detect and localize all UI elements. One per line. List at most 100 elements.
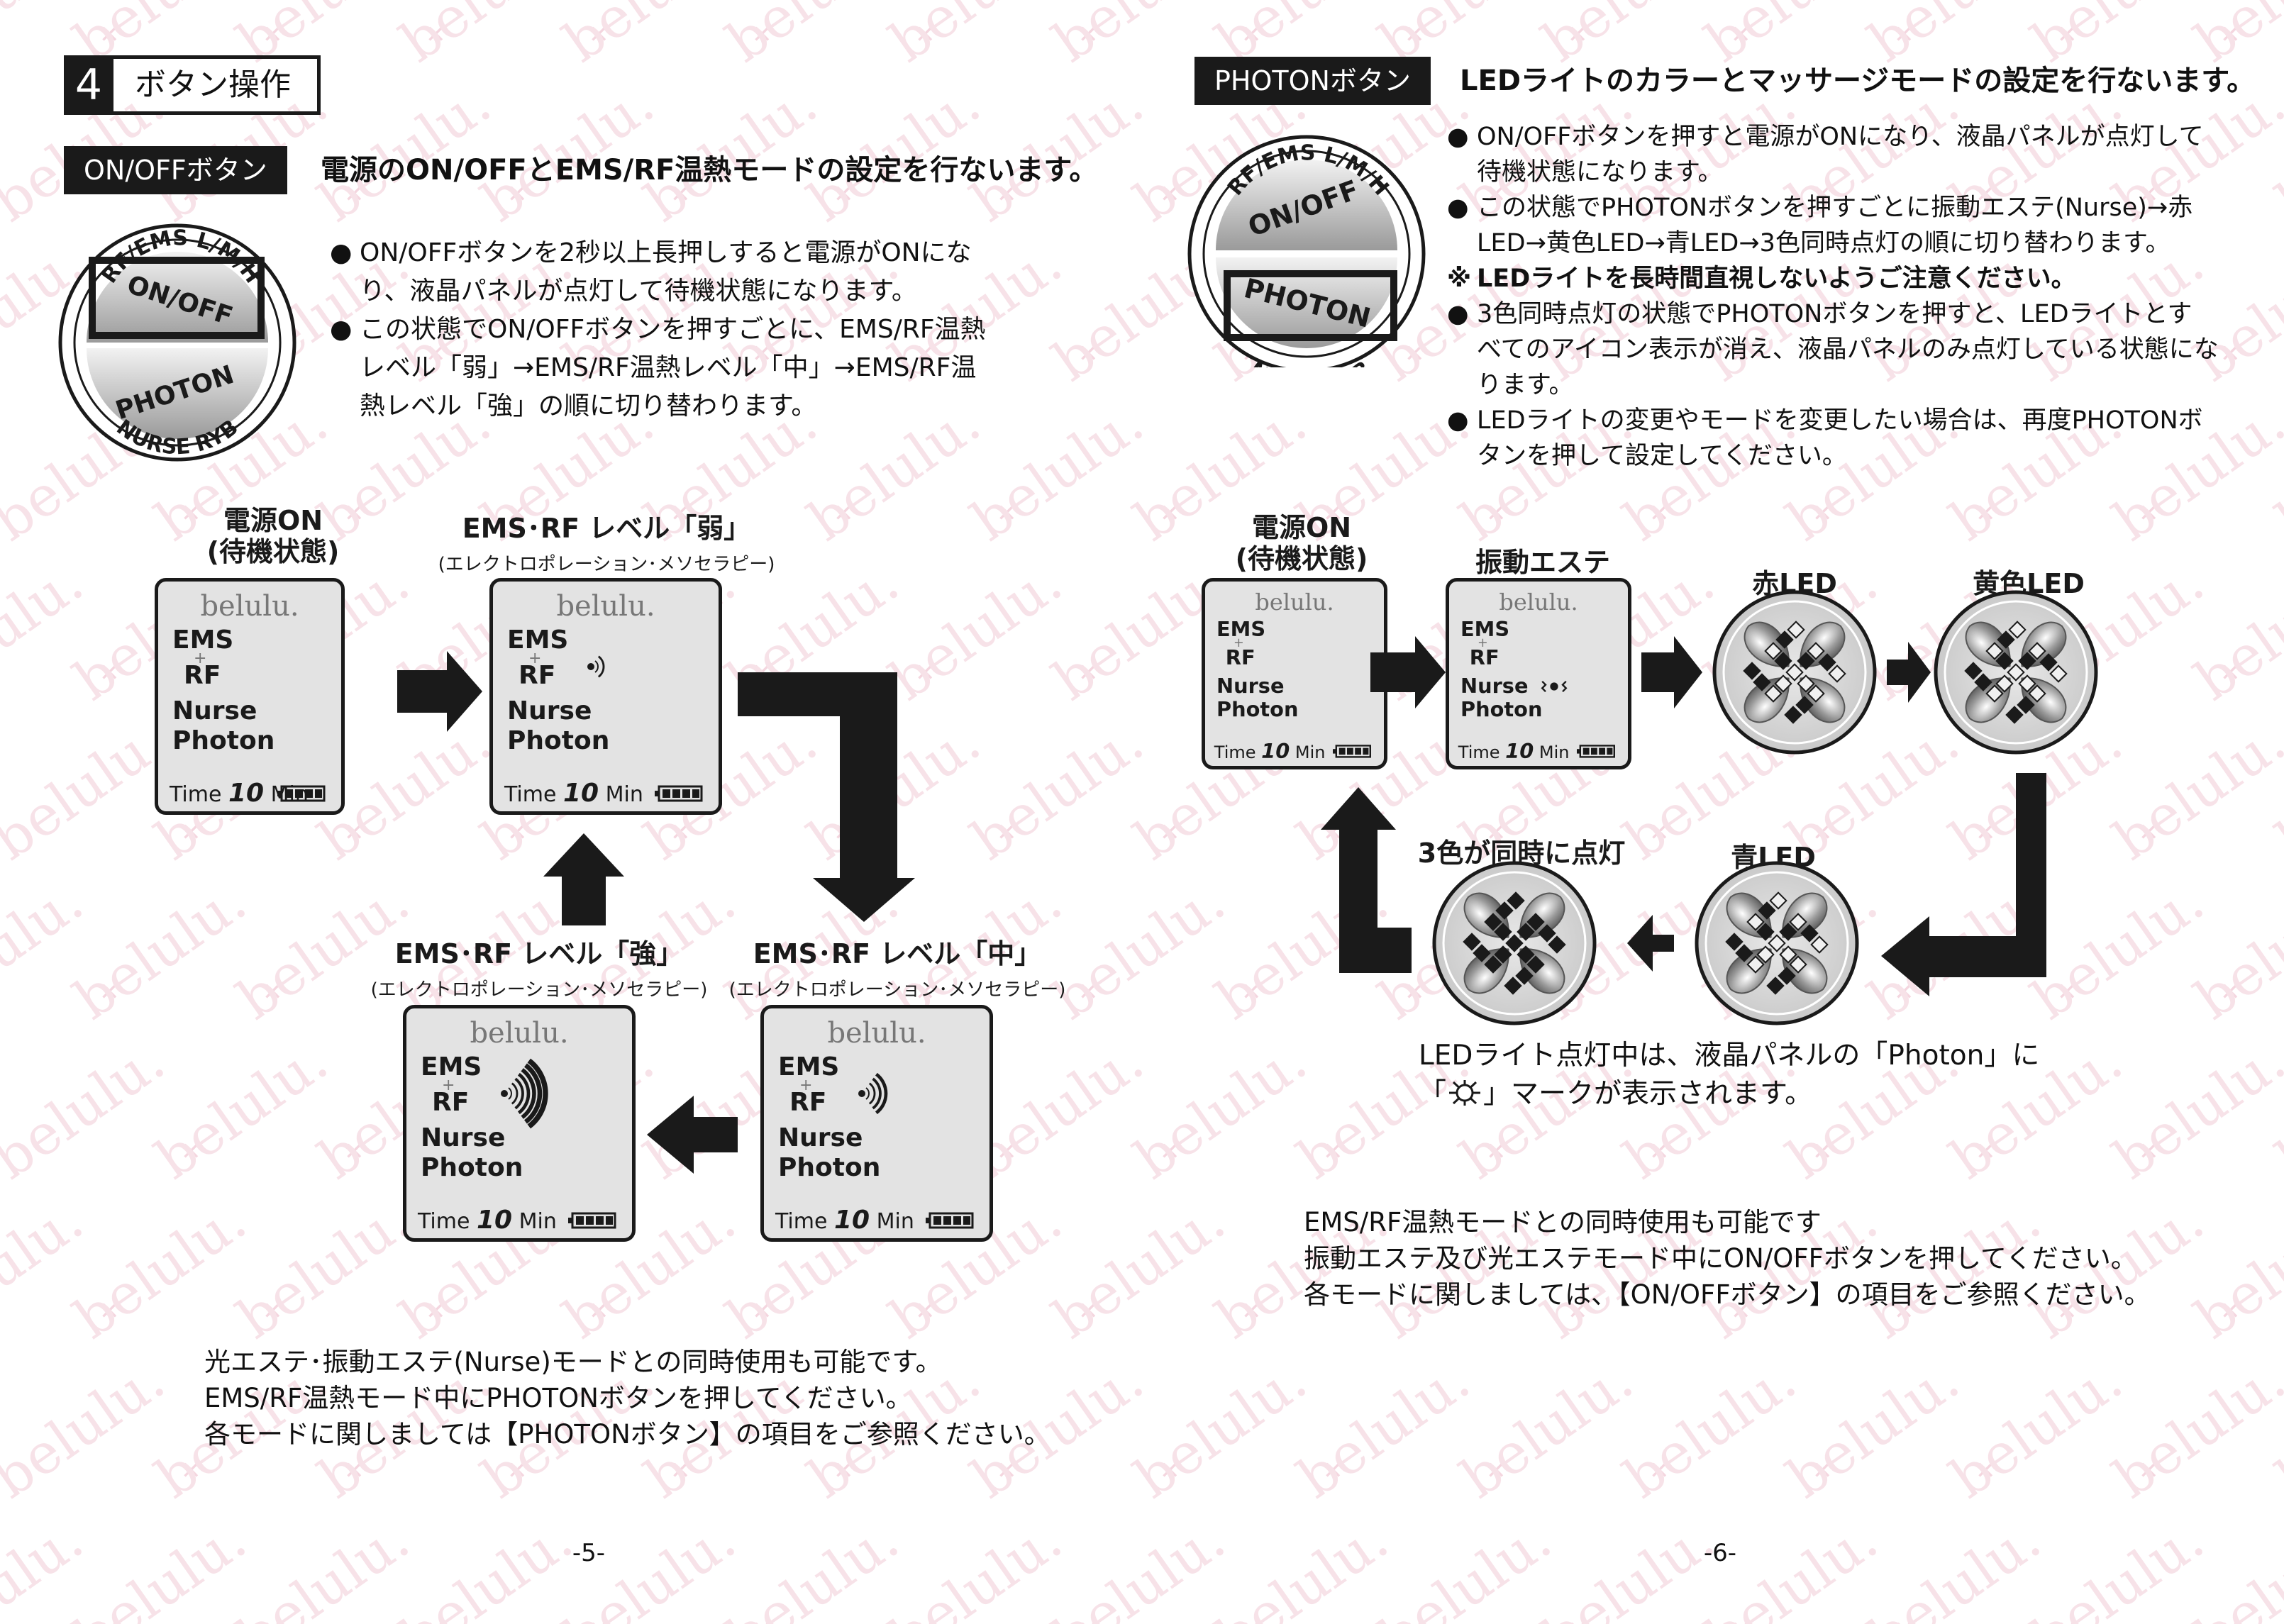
watermark-star: ✕ [426, 1616, 446, 1624]
battery-icon [277, 785, 326, 802]
lcd-photon-label: Photon [172, 726, 275, 755]
arrow-down-icon [738, 672, 915, 922]
watermark-text: belulu. [716, 1508, 910, 1624]
lcd-timer: Time 10 Min [504, 779, 643, 808]
arrow-up-left-icon [1321, 787, 1412, 973]
lcd-time-label: Time [1458, 743, 1500, 763]
lcd-ems-label: EMS [507, 625, 569, 655]
watermark-text: belulu. [2021, 1508, 2215, 1624]
lcd-photon-label: Photon [421, 1153, 523, 1182]
device-buttons-illustration-photon: RF/EMS L/M/H ON/OFF PHOTON NURSE RYB [1187, 135, 1426, 367]
watermark-star: ✕ [1404, 1616, 1425, 1624]
lcd-plus: + [442, 1077, 455, 1094]
lcd-brand-logo: belulu. [470, 1017, 569, 1050]
left-footnote-line: 光エステ･振動エステ(Nurse)モードとの同時使用も可能です。 [204, 1347, 942, 1377]
watermark-star: ✕ [1812, 1138, 1833, 1166]
lcd-time-value: 10 [833, 1206, 870, 1235]
bullet-1: ●ON/OFFボタンを2秒以上長押しすると電源がONになり、液晶パネルが点灯して… [330, 238, 972, 306]
lcd-brand-logo: belulu. [827, 1017, 926, 1050]
watermark-star: ✕ [1568, 1616, 1588, 1624]
lcd-rf-label: RF [519, 661, 556, 690]
watermark-star: ✕ [589, 1297, 609, 1325]
lcd-time-value: 10 [1505, 739, 1534, 764]
lcd-time-label: Time [418, 1209, 470, 1234]
watermark-star: ✕ [1078, 1297, 1099, 1325]
watermark-star: ✕ [2139, 1138, 2159, 1166]
watermark-star: ✕ [915, 1616, 936, 1624]
watermark-text: belulu. [1776, 1348, 1970, 1511]
watermark-star: ✕ [1160, 1457, 1180, 1485]
sun-icon [1449, 1080, 1481, 1106]
lcd-time-unit: Min [876, 1209, 914, 1234]
battery-icon [568, 1212, 616, 1229]
onoff-headline: 電源のON/OFFとEMS/RF温熱モードの設定を行ないます。 [321, 154, 1098, 187]
arrow-right-icon [1887, 642, 1931, 703]
lcd-time-value: 10 [1261, 739, 1290, 764]
ems-wave-icon [501, 1058, 548, 1129]
left-footnote: 光エステ･振動エステ(Nurse)モードとの同時使用も可能です。 EMS/RF温… [204, 1344, 1126, 1452]
left-flow-arrows [397, 651, 915, 1174]
right-footnote: EMS/RF温熱モードとの同時使用も可能です 振動エステ及び光エステモード中にO… [1304, 1204, 2226, 1313]
led-three-color-icon [1432, 861, 1597, 1025]
lcd-time-value: 10 [476, 1206, 513, 1235]
watermark-star: ✕ [1241, 1616, 1262, 1624]
bullet-4: ●LEDライトの変更やモードを変更したい場合は、再度PHOTONボタンを押して設… [1447, 406, 2203, 470]
lcd-brand-logo: belulu. [1255, 588, 1334, 616]
lcd-time-unit: Min [1295, 743, 1326, 763]
watermark-star: ✕ [1486, 1138, 1507, 1166]
lcd-plus: + [799, 1077, 813, 1094]
lcd-photon-label: Photon [507, 726, 610, 755]
watermark-star: ✕ [99, 1616, 120, 1624]
watermark-star: ✕ [1731, 1616, 1751, 1624]
watermark-text: belulu. [1858, 1508, 2052, 1624]
device-buttons-illustration: RF/EMS L/M/H ON/OFF PHOTON NURSE RYB [58, 223, 296, 462]
lcd-time-value: 10 [562, 779, 599, 808]
left-footnote-line: 各モードに関しましては【PHOTONボタン】の項目をご参照ください。 [204, 1419, 1050, 1450]
arrow-left-icon [1627, 915, 1674, 972]
lcd-ems-label: EMS [1216, 616, 1266, 641]
lcd-rf-label: RF [184, 661, 221, 690]
lcd-nurse-label: Nurse [421, 1123, 506, 1152]
onoff-button-tag: ON/OFFボタン [64, 146, 287, 194]
label-standby-right: 電源ON(待機状態) [1235, 512, 1368, 574]
left-footnote-line: EMS/RF温熱モード中にPHOTONボタンを押してください。 [204, 1383, 912, 1413]
lcd-ems-label: EMS [1460, 616, 1510, 641]
watermark-star: ✕ [752, 1616, 772, 1624]
watermark-text: belulu. [1450, 1348, 1644, 1511]
lcd-timer: Time 10 Min [1458, 739, 1570, 763]
watermark-text: belulu. [1205, 1508, 1399, 1624]
watermark-star: ✕ [915, 1297, 936, 1325]
lcd-rf-label: RF [1469, 645, 1499, 669]
watermark-star: ✕ [99, 1297, 120, 1325]
watermark-star: ✕ [1486, 1457, 1507, 1485]
right-footnote-line: 振動エステ及び光エステモード中にON/OFFボタンを押してください。 [1304, 1243, 2137, 1274]
ems-wave-icon [858, 1072, 888, 1115]
watermark-star: ✕ [344, 1457, 365, 1485]
watermark-text: belulu. [1287, 1348, 1481, 1511]
watermark-star: ✕ [1649, 1457, 1670, 1485]
lcd-time-label: Time [504, 782, 557, 807]
onoff-description: ●ON/OFFボタンを2秒以上長押しすると電源がONになり、液晶パネルが点灯して… [330, 234, 1110, 426]
watermark-star: ✕ [670, 1457, 691, 1485]
arrow-left-icon [647, 1096, 738, 1174]
lcd-photon-label: Photon [1216, 697, 1299, 722]
section-title: ボタン操作 [113, 55, 321, 115]
onoff-highlight-box [89, 257, 265, 339]
watermark-star: ✕ [262, 1297, 283, 1325]
bullet-2: ●この状態でON/OFFボタンを押すごとに、EMS/RF温熱レベル「弱」→EMS… [330, 315, 986, 421]
arrow-right-icon [397, 651, 482, 732]
lcd-brand-logo: belulu. [1499, 588, 1578, 616]
lcd-brand-logo: belulu. [200, 590, 299, 623]
lcd-time-unit: Min [519, 1209, 557, 1234]
vibration-icon [1541, 680, 1568, 693]
section-number: 4 [64, 55, 113, 115]
lcd-nurse-label: Nurse [1216, 673, 1285, 698]
watermark-text: belulu. [1939, 1348, 2134, 1511]
lcd-ems-label: EMS [778, 1052, 840, 1081]
lcd-plus: + [1234, 635, 1244, 650]
watermark-star: ✕ [2057, 1616, 2078, 1624]
led-red-icon [1712, 590, 1877, 755]
lcd-time-unit: Min [605, 782, 643, 807]
